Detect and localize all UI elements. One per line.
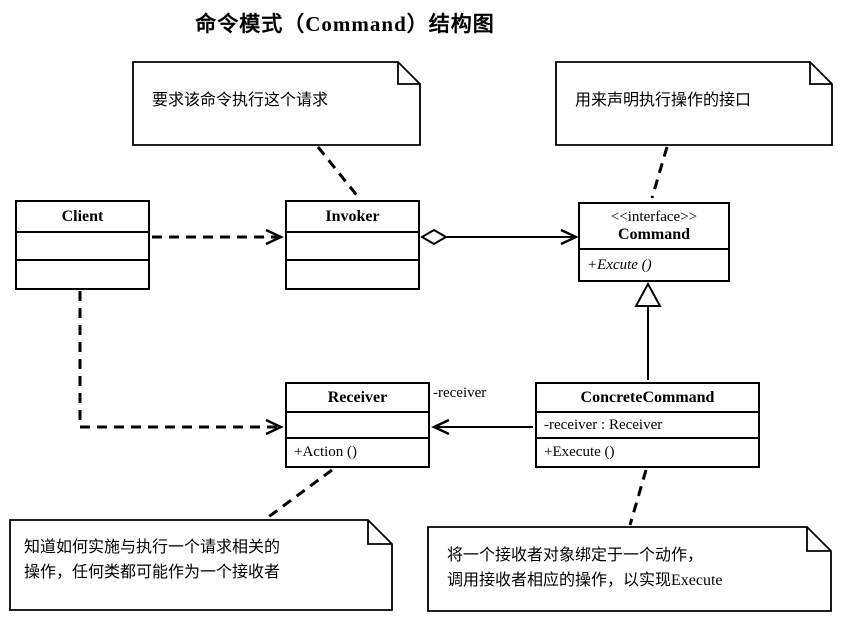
class-invoker-attributes — [287, 233, 418, 261]
note-text-top-left: 要求该命令执行这个请求 — [152, 92, 329, 109]
class-client-operations — [17, 261, 148, 288]
class-receiver-operation: +Action () — [294, 444, 358, 460]
note-text-bottom-right-line2: 调用接收者相应的操作，以实现Execute — [447, 572, 723, 589]
class-concretecommand: ConcreteCommand -receiver : Receiver +Ex… — [535, 382, 760, 468]
interface-command: <<interface>> Command +Excute () — [578, 202, 730, 282]
note-shape-bottom-left — [9, 519, 393, 611]
note-anchor-receiver-to-bottomleft — [266, 468, 333, 520]
class-invoker-name: Invoker — [287, 202, 418, 233]
interface-command-name: Command — [617, 226, 690, 243]
generalization-triangle — [634, 281, 662, 307]
class-client: Client — [15, 200, 150, 290]
note-anchor-topright-to-command — [650, 146, 669, 199]
note-anchor-topleft-to-invoker — [316, 146, 361, 199]
note-text-top-right: 用来声明执行操作的接口 — [575, 92, 752, 109]
class-client-attributes — [17, 233, 148, 261]
class-receiver: Receiver +Action () — [285, 382, 430, 468]
note-text-bottom-left-line1: 知道如何实施与执行一个请求相关的 — [24, 539, 281, 556]
association-role-label-receiver: -receiver — [433, 385, 487, 401]
note-shape-top-right — [555, 61, 833, 146]
note-text-bottom-right: 将一个接收者对象绑定于一个动作， 调用接收者相应的操作，以实现Execute — [447, 543, 723, 593]
note-text-bottom-right-line1: 将一个接收者对象绑定于一个动作， — [447, 547, 704, 564]
class-invoker-operations — [287, 261, 418, 288]
class-receiver-attributes — [287, 413, 428, 439]
class-invoker: Invoker — [285, 200, 420, 290]
note-shape-bottom-right — [427, 526, 832, 612]
class-concretecommand-operation: +Execute () — [544, 444, 615, 460]
interface-command-header: <<interface>> Command — [580, 204, 728, 250]
aggregation-diamond — [420, 228, 448, 246]
class-receiver-name: Receiver — [287, 384, 428, 413]
note-text-bottom-left-line2: 操作，任何类都可能作为一个接收者 — [24, 564, 281, 581]
class-concretecommand-attribute: -receiver : Receiver — [537, 413, 758, 439]
diagram-title: 命令模式（Command）结构图 — [195, 12, 495, 36]
note-text-bottom-left: 知道如何实施与执行一个请求相关的 操作，任何类都可能作为一个接收者 — [24, 535, 280, 585]
note-anchor-concretecommand-to-bottomright — [628, 469, 648, 526]
dependency-client-to-receiver — [78, 291, 281, 427]
class-concretecommand-name: ConcreteCommand — [537, 384, 758, 413]
interface-command-stereotype: <<interface>> — [610, 209, 698, 225]
class-client-name: Client — [17, 202, 148, 233]
interface-command-operation: +Excute () — [587, 256, 652, 273]
note-shape-top-left — [132, 61, 421, 146]
